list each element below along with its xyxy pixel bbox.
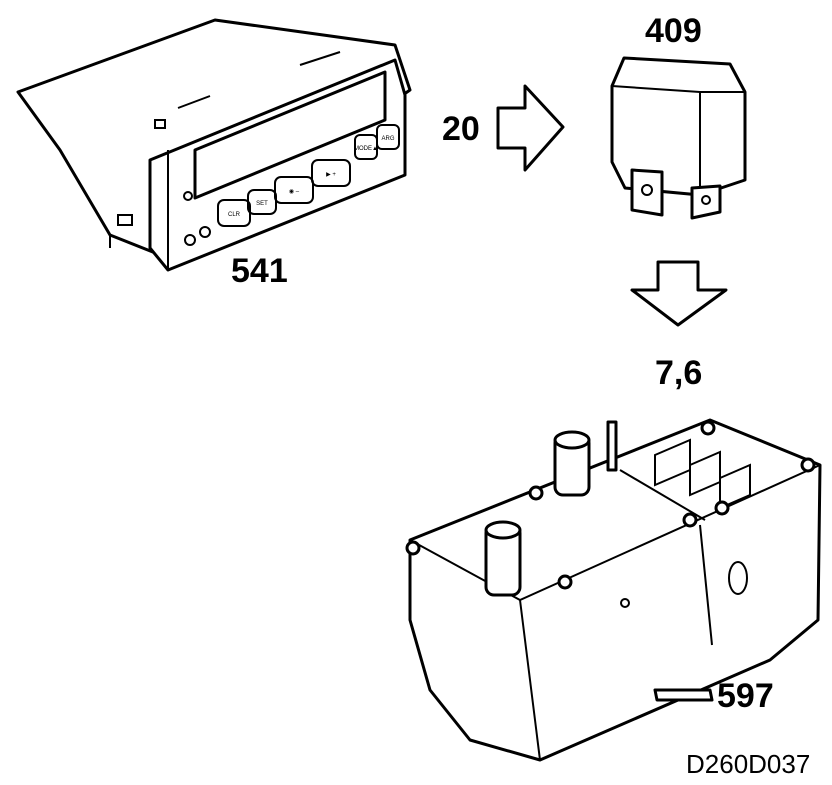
arrow-right-icon: [496, 84, 565, 172]
display-unit-button-label: MODE▲: [354, 146, 378, 152]
arrow-down-label: 7,6: [655, 354, 703, 392]
drawing-code: D260D037: [686, 749, 811, 779]
arrow-right-label: 20: [442, 110, 480, 148]
parking-heater-illustration: [405, 418, 822, 762]
display-unit-button-label: SET: [256, 201, 268, 207]
display-unit-label: 541: [231, 252, 288, 290]
display-unit-button-label: ARG: [381, 136, 394, 142]
display-unit-button-label: ▶ +: [326, 172, 336, 178]
display-unit-button-label: ◉ –: [289, 189, 300, 195]
display-unit-button-label: CLR: [228, 212, 241, 218]
display-unit-illustration: [16, 18, 412, 272]
relay-label: 409: [645, 12, 702, 50]
arrow-down-icon: [630, 260, 728, 327]
heater-label: 597: [717, 677, 774, 715]
relay-illustration: [610, 56, 747, 220]
